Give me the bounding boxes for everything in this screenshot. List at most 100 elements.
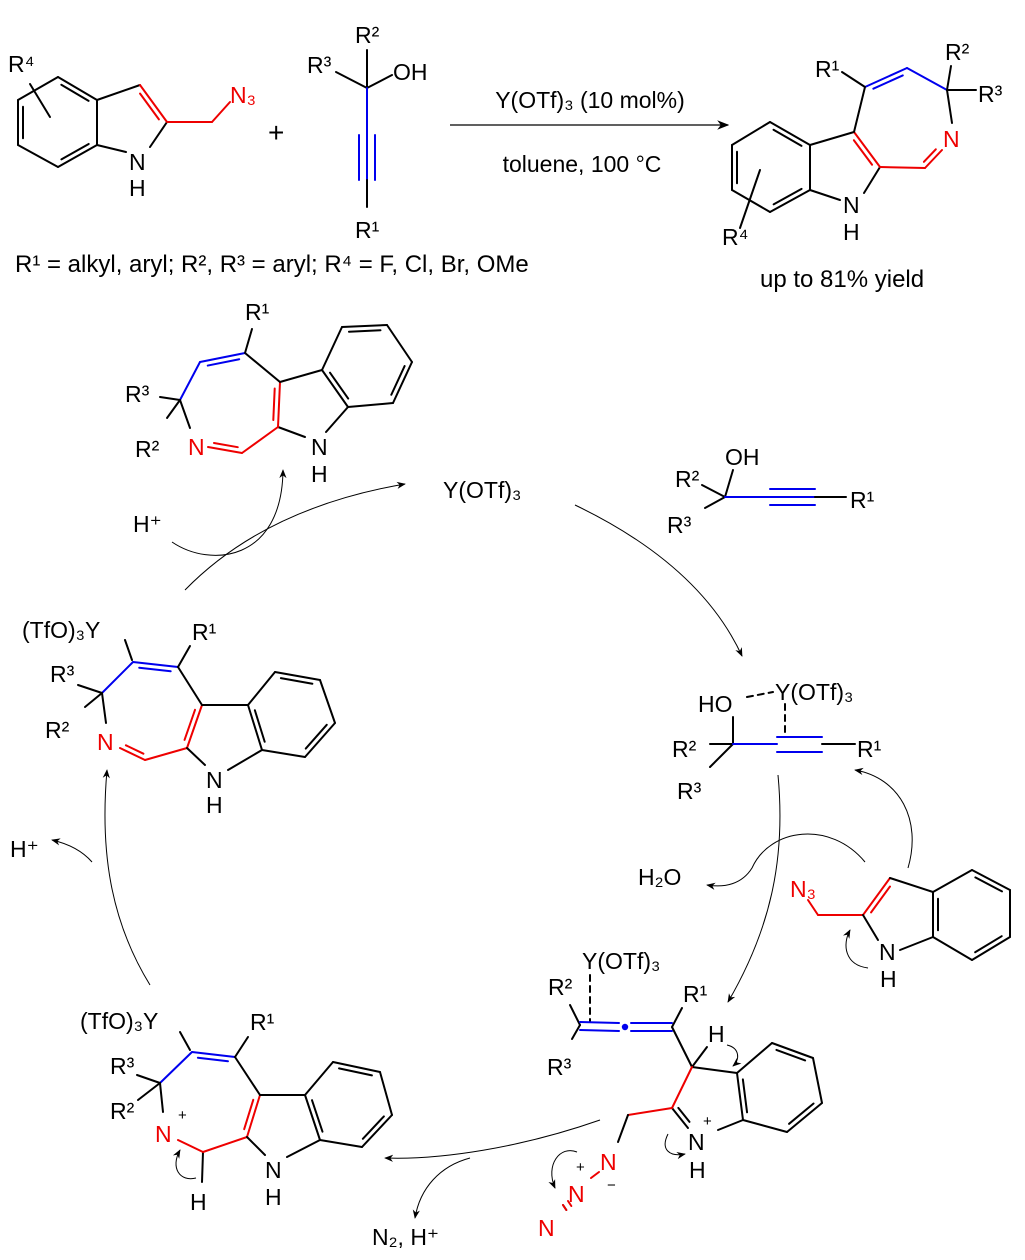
bond <box>101 661 134 694</box>
bond <box>319 679 336 724</box>
label-nh-h: H <box>311 461 328 487</box>
bond <box>366 74 393 89</box>
label-charge-minus: − <box>607 1177 616 1194</box>
bond <box>177 645 191 668</box>
starting-propargyl-alcohol: R² R³ OH R¹ <box>307 22 428 243</box>
bond <box>809 131 855 146</box>
bond <box>196 1056 229 1063</box>
electron-arrow <box>726 1044 742 1067</box>
bond <box>138 666 172 673</box>
bond <box>741 1078 749 1114</box>
bond <box>671 1066 693 1109</box>
bonds-layer <box>17 49 1011 1215</box>
label-r3: R³ <box>547 1054 572 1080</box>
starting-indole-azide: R⁴ N₃ N H <box>8 51 256 201</box>
iminium-intermediate: (TfO)₃Y R¹ R³ R² N + H N H <box>80 1008 282 1215</box>
label-r4: R⁴ <box>722 224 749 250</box>
bond <box>769 189 811 213</box>
label-nh-n: N <box>206 767 223 793</box>
bond <box>788 1102 815 1125</box>
bond <box>304 1094 321 1141</box>
bond <box>390 365 406 396</box>
label-r4: R⁴ <box>8 51 35 77</box>
bond <box>872 74 904 90</box>
bond <box>246 1094 261 1138</box>
azepinoindole-product: R¹ R² R³ N N H R⁴ <box>722 39 1003 250</box>
bond <box>277 426 306 438</box>
bond <box>136 1074 161 1084</box>
cycle-arrow-indole-attack <box>854 767 913 869</box>
label-charge-plus: + <box>576 1159 585 1176</box>
bond <box>974 935 1003 954</box>
label-r3: R³ <box>307 52 332 78</box>
label-r1: R¹ <box>250 1009 275 1035</box>
bond <box>137 1082 161 1101</box>
label-yttrium: Y(OTf)₃ <box>582 948 660 974</box>
bond <box>906 67 948 91</box>
bond <box>946 89 953 124</box>
bond <box>149 121 168 148</box>
bond <box>286 1139 321 1158</box>
cycle-arrow-proton-release <box>51 838 93 863</box>
bond <box>709 743 734 768</box>
bond <box>731 121 771 146</box>
bond <box>84 692 103 708</box>
label-azide: N₃ <box>230 82 256 108</box>
bond <box>60 83 90 102</box>
bond <box>841 71 866 88</box>
label-r3: R³ <box>978 81 1003 107</box>
electron-arrow <box>843 929 869 969</box>
bond <box>139 92 160 121</box>
bond <box>671 1026 693 1068</box>
cycle-arrow-cyclization <box>384 1119 601 1162</box>
bond <box>807 899 819 916</box>
bond <box>853 131 881 168</box>
bond <box>864 67 908 88</box>
bond <box>247 704 263 751</box>
label-nh-h: H <box>843 219 860 245</box>
label-nh-n: N <box>879 939 896 965</box>
label-r2: R² <box>675 466 700 492</box>
label-r1: R¹ <box>683 981 708 1007</box>
bond <box>186 704 203 749</box>
cycle-indole-azide: N₃ N H <box>790 876 897 992</box>
bond <box>974 876 1003 893</box>
bond <box>571 1024 581 1040</box>
bond <box>207 446 243 454</box>
water-label: H₂O <box>638 864 681 890</box>
bond <box>234 1036 249 1058</box>
bond <box>244 352 281 383</box>
bond <box>212 441 239 449</box>
bond <box>739 169 761 229</box>
bond <box>862 914 879 941</box>
cycle-arrow-allene-formation <box>727 774 781 1003</box>
label-azide-n3: N <box>538 1215 555 1241</box>
label-imine-n: N <box>97 729 114 755</box>
bond <box>261 749 306 758</box>
bond <box>736 1042 773 1074</box>
label-charge-plus: + <box>178 1107 187 1124</box>
bond <box>971 936 1011 961</box>
bond <box>241 426 279 454</box>
bond <box>786 1102 823 1133</box>
label-nh-n: N <box>843 192 860 218</box>
allene-carbon-dot <box>621 1023 629 1031</box>
bond <box>177 666 203 706</box>
bond <box>736 1072 744 1121</box>
bond <box>386 324 413 363</box>
catalyst-label: Y(OTf)₃ <box>443 477 521 503</box>
bond <box>677 1106 691 1123</box>
bond <box>889 877 934 893</box>
label-r1: R¹ <box>245 299 270 325</box>
bond <box>971 869 1011 891</box>
label-r1: R¹ <box>192 619 217 645</box>
bond <box>139 84 168 123</box>
bond <box>179 399 191 429</box>
byproducts-label: N₂, H⁺ <box>372 1224 439 1250</box>
cycle-arrow-water-loss <box>706 833 866 890</box>
bond <box>247 671 276 706</box>
bond <box>771 1042 814 1059</box>
bond <box>379 1071 393 1116</box>
bond <box>272 387 276 422</box>
alkyne-yttrium-complex: HO Y(OTf)₃ R² R³ R¹ <box>672 679 882 804</box>
